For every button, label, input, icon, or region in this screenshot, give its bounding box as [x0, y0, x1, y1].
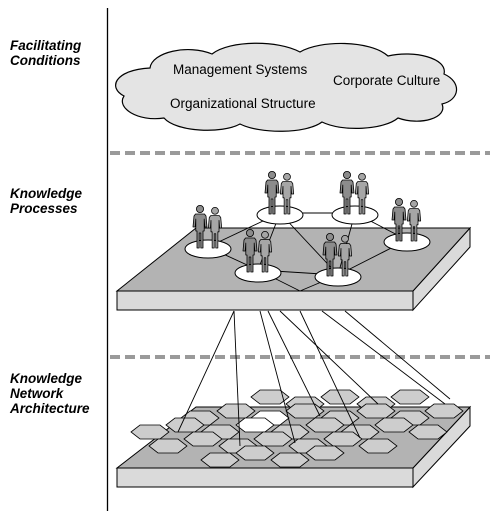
hexagon-cell	[270, 452, 310, 468]
two-people-icon	[314, 232, 362, 287]
hexagon-cell	[358, 438, 398, 454]
label-line: Network	[10, 386, 64, 401]
hexagon-cell	[305, 445, 345, 461]
condition-organizational-structure: Organizational Structure	[170, 96, 316, 111]
label-line: Architecture	[10, 401, 90, 416]
hexagon-grid	[130, 389, 464, 468]
hexagon-cell	[216, 403, 256, 419]
hexagon-cell	[253, 431, 293, 447]
layer-label-facilitating-conditions: Facilitating Conditions	[10, 38, 81, 68]
hexagon-cell	[130, 424, 170, 440]
two-people-icon	[256, 170, 304, 225]
layer-connectors	[177, 310, 451, 447]
layer-label-knowledge-network-architecture: Knowledge Network Architecture	[10, 371, 90, 416]
hexagon-cell	[374, 417, 414, 433]
label-line: Knowledge	[10, 186, 83, 201]
layer-label-knowledge-processes: Knowledge Processes	[10, 186, 82, 216]
two-people-icon	[383, 197, 431, 252]
hexagon-cell	[235, 445, 275, 461]
people-nodes	[184, 170, 431, 287]
hexagon-cell	[250, 389, 290, 405]
hexagon-cell	[305, 417, 345, 433]
condition-corporate-culture: Corporate Culture	[333, 73, 440, 88]
hexagon-cell	[320, 389, 360, 405]
two-people-icon	[331, 170, 379, 225]
hexagon-cell	[200, 452, 240, 468]
two-people-icon	[184, 204, 232, 259]
hexagon-cell	[356, 403, 396, 419]
label-line: Processes	[10, 201, 78, 216]
label-line: Knowledge	[10, 371, 83, 386]
label-line: Conditions	[10, 53, 81, 68]
hexagon-cell	[285, 403, 325, 419]
hexagon-cell	[183, 431, 223, 447]
cloud-shape	[115, 42, 458, 132]
process-platform-front	[116, 290, 414, 311]
hexagon-cell	[424, 403, 464, 419]
network-platform-front	[116, 467, 414, 488]
label-line: Facilitating	[10, 38, 82, 53]
hexagon-cell	[235, 417, 275, 433]
hexagon-cell	[408, 424, 448, 440]
hexagon-cell	[390, 389, 430, 405]
hexagon-cell	[323, 431, 363, 447]
two-people-icon	[234, 228, 282, 283]
condition-management-systems: Management Systems	[173, 62, 308, 77]
hexagon-cell	[148, 438, 188, 454]
hexagon-cell	[165, 417, 205, 433]
